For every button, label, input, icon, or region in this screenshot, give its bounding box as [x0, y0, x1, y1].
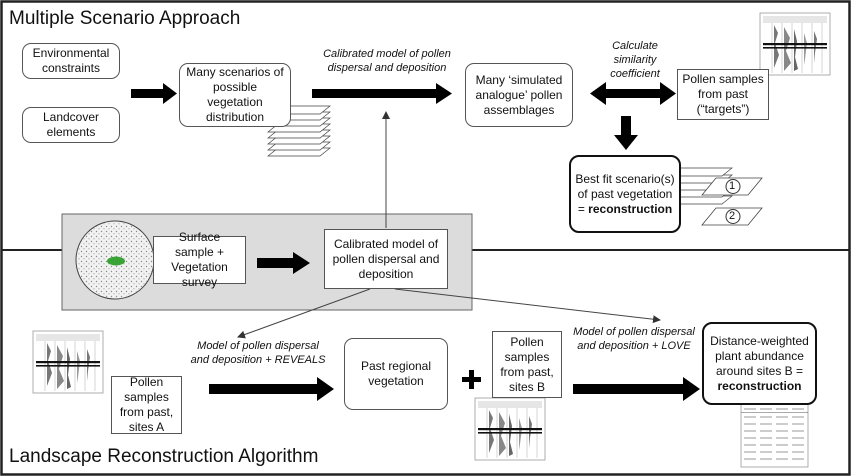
love-model-label: Model of pollen dispersal and deposition… — [573, 326, 695, 352]
distance-weighted-box: Distance-weighted plant abundance around… — [702, 322, 817, 405]
pollen-diagram-targets — [759, 12, 831, 76]
landcover-elements-box: Landcover elements — [22, 107, 120, 143]
arrow-sitesB-to-reconstruction — [573, 377, 700, 401]
pollen-diagram-sites-a — [32, 330, 104, 394]
arrow-constraints-to-scenarios — [131, 83, 177, 104]
arrow-similarity-to-bestfit — [614, 116, 638, 150]
scenarios-box: Many scenarios of possible vegetation di… — [179, 63, 291, 127]
scenario-marker-1: 1 — [729, 180, 736, 192]
vegetation-patch — [107, 256, 125, 266]
arrow-calibrated-to-reveals — [237, 288, 371, 339]
arrow-scenarios-to-simulated — [312, 83, 452, 104]
best-fit-box: Best fit scenario(s) of past vegetation … — [569, 155, 681, 233]
calibrated-model-label: Calibrated model of pollen dispersal and… — [323, 48, 451, 74]
section-title-multiple-scenario: Multiple Scenario Approach — [9, 8, 241, 29]
plus-sign — [462, 370, 481, 389]
past-regional-vegetation-box: Past regional vegetation — [344, 338, 448, 410]
distance-weighted-text: Distance-weighted plant abundance around… — [710, 333, 809, 378]
arrow-sitesA-to-regional — [209, 377, 334, 401]
targets-box: Pollen samples from past (“targets”) — [677, 69, 769, 120]
arrow-double-similarity — [590, 82, 676, 105]
pollen-sites-b-box: Pollen samples from past, sites B — [492, 331, 562, 398]
environmental-constraints-box: Environmental constraints — [22, 43, 120, 79]
scenario-marker-2: 2 — [729, 210, 736, 222]
similarity-coefficient-label: Calculate similarity coefficient — [610, 40, 660, 80]
pollen-sites-a-box: Pollen samples from past, sites A — [111, 375, 182, 434]
surface-sample-box: Surface sample + Vegetation survey — [153, 230, 246, 289]
reconstruction-table — [740, 403, 809, 468]
simulated-assemblages-box: Many ‘simulated analogue’ pollen assembl… — [465, 63, 573, 127]
section-title-lra: Landscape Reconstruction Algorithm — [9, 446, 319, 467]
reveals-model-label: Model of pollen dispersal and deposition… — [190, 340, 326, 366]
best-fit-reconstruction: reconstruction — [588, 201, 673, 216]
arrow-surface-to-calibrated — [257, 252, 310, 274]
survey-circle — [75, 220, 155, 300]
distance-weighted-reconstruction: reconstruction — [717, 378, 802, 393]
calibrated-model-box: Calibrated model of pollen dispersal and… — [324, 229, 448, 289]
arrow-calibrated-to-love — [394, 288, 661, 324]
pollen-diagram-sites-b — [474, 397, 546, 461]
bestfit-stack — [669, 167, 763, 226]
best-fit-text: Best fit scenario(s) of past vegetation … — [575, 171, 675, 216]
